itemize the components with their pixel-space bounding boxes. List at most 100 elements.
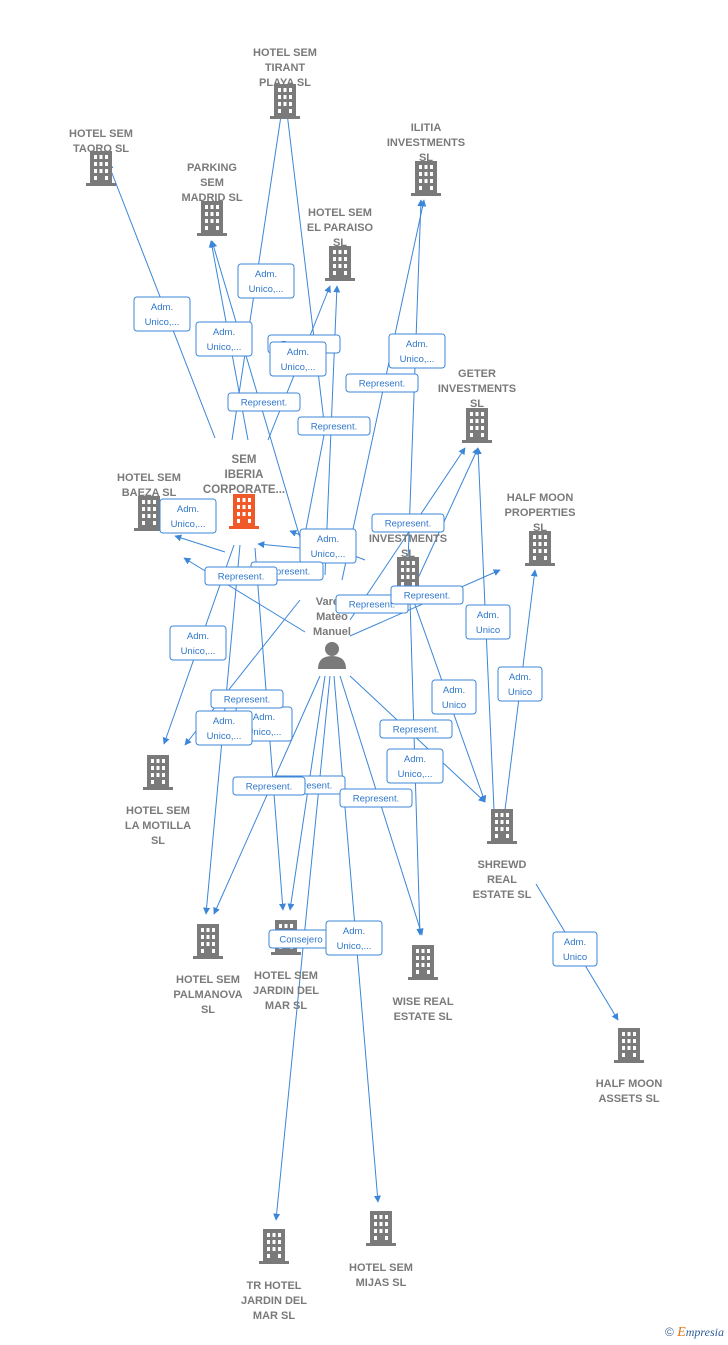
- node-label-line: ESTATE SL: [394, 1011, 453, 1023]
- edge-label-l19[interactable]: Adm.Unico: [497, 666, 543, 702]
- node-label-line: SL: [419, 152, 433, 164]
- edge-label-l9[interactable]: Represent.: [297, 416, 371, 436]
- edge-label-l23[interactable]: Adm.Unico,...: [195, 710, 253, 746]
- node-label-line: HOTEL SEM: [254, 970, 318, 982]
- edge-label-text: Unico: [563, 952, 587, 963]
- node-taoro[interactable]: HOTEL SEM TAORO SL: [69, 128, 133, 186]
- node-label-line: Manuel: [313, 626, 351, 638]
- edge-label-l17[interactable]: Adm.Unico: [465, 604, 511, 640]
- node-label-line: HOTEL SEM: [69, 128, 133, 140]
- edge-label-box: [497, 666, 543, 702]
- edge-label-l24[interactable]: Adm.Unico,...: [386, 748, 444, 784]
- edge-label-text: Adm.: [406, 339, 428, 350]
- edge-label-text: Represent.: [218, 572, 264, 583]
- edge-label-l21[interactable]: Represent.: [379, 719, 453, 739]
- person-icon: [318, 642, 346, 669]
- edge-label-l16[interactable]: Represent.: [390, 585, 464, 605]
- edge-label-l7[interactable]: Adm. Unico,...: [388, 333, 446, 369]
- edge-label-text: Consejero: [279, 935, 322, 946]
- edge-label-l18[interactable]: Adm.Unico,...: [169, 625, 227, 661]
- node-label-line: PARKING: [187, 162, 237, 174]
- node-label-line: EL PARAISO: [307, 222, 374, 234]
- edge-label-box: [210, 689, 284, 709]
- building-icon: [259, 1229, 289, 1264]
- node-label-line: LA MOTILLA: [125, 820, 191, 832]
- node-label-line: SL: [151, 835, 165, 847]
- edge-label-text: Represent.: [359, 379, 405, 390]
- edge-label-text: Unico,...: [145, 317, 180, 328]
- edge-label-box: [297, 416, 371, 436]
- edge-label-l5[interactable]: Adm.Unico,...: [269, 341, 327, 377]
- node-label-line: SL: [470, 398, 484, 410]
- edge-label-text: Unico: [508, 687, 532, 698]
- edge-label-box: [371, 513, 445, 533]
- edge-label-l6[interactable]: Represent.: [227, 392, 301, 412]
- edge-label-box: [269, 341, 327, 377]
- edge-label-l12[interactable]: Adm.Unico,...: [159, 498, 217, 534]
- edge-label-l11[interactable]: Represent.: [371, 513, 445, 533]
- node-label-line: PLAYA SL: [259, 77, 311, 89]
- edge-label-box: [133, 296, 191, 332]
- edge-label-box: [379, 719, 453, 739]
- edge-label-l2[interactable]: Adm.Unico,...: [237, 263, 295, 299]
- node-jardin_sl[interactable]: HOTEL SEM JARDIN DEL MAR SL: [253, 920, 319, 1012]
- edge-label-text: Represent.: [286, 781, 332, 792]
- edge-label-text: Represent.: [349, 600, 395, 611]
- edge-label-l20[interactable]: Adm.Unico: [431, 679, 477, 715]
- edge-label-box: [388, 333, 446, 369]
- edge-line: [349, 447, 466, 621]
- node-label-line: GETER: [458, 368, 496, 380]
- node-sem_iberia[interactable]: SEMIBERIACORPORATE...: [203, 454, 285, 529]
- edge-label-box: [169, 625, 227, 661]
- node-label-line: SEM: [232, 454, 257, 466]
- node-label-line: INVESTMENTS: [387, 137, 465, 149]
- building-icon: [86, 151, 116, 186]
- edge-label-l25[interactable]: Represent.: [210, 689, 284, 709]
- footer-brand[interactable]: © Empresia: [665, 1325, 724, 1341]
- edge-label-text: Unico,...: [207, 731, 242, 742]
- node-label-line: HOTEL SEM: [176, 974, 240, 986]
- building-icon: [366, 1211, 396, 1246]
- edge-label-text: Unico,...: [400, 354, 435, 365]
- edge-label-l8[interactable]: Represent.: [345, 373, 419, 393]
- node-label-line: TAORO SL: [73, 143, 129, 155]
- edge-label-l28[interactable]: Represent.: [339, 788, 413, 808]
- edge-label-l27[interactable]: Represent.: [232, 776, 306, 796]
- edge-label-text: Unico,...: [247, 727, 282, 738]
- edge-label-l1[interactable]: Adm.Unico,...: [133, 296, 191, 332]
- edge-label-box: [195, 710, 253, 746]
- edge-label-l14[interactable]: Represent.: [204, 566, 278, 586]
- edge-label-l15[interactable]: Represent.: [335, 594, 409, 614]
- edge-labels-layer: Adm. Unico,... Adm. Unico,... Adm. Unico,... R…: [133, 263, 598, 967]
- node-label-line: JARDIN DEL: [253, 985, 319, 997]
- edge-label-l10[interactable]: Adm.Unico,...: [299, 528, 357, 564]
- edge-label-text: Adm.: [255, 269, 277, 280]
- edge-label-l30[interactable]: Adm.Unico,...: [325, 920, 383, 956]
- edge-label-l29[interactable]: Consejero: [268, 929, 334, 949]
- edge-label-l3[interactable]: Adm.Unico,...: [195, 321, 253, 357]
- node-label-line: MAR SL: [265, 1000, 307, 1012]
- edge-label-box: [339, 788, 413, 808]
- node-label-line: IBERIA: [225, 469, 264, 481]
- edge-label-text: Adm.: [477, 610, 499, 621]
- edge-label-text: Adm.: [343, 926, 365, 937]
- edge-label-l31[interactable]: Adm.Unico: [552, 931, 598, 967]
- copyright-symbol: ©: [665, 1325, 674, 1339]
- edge-label-text: Represent.: [311, 422, 357, 433]
